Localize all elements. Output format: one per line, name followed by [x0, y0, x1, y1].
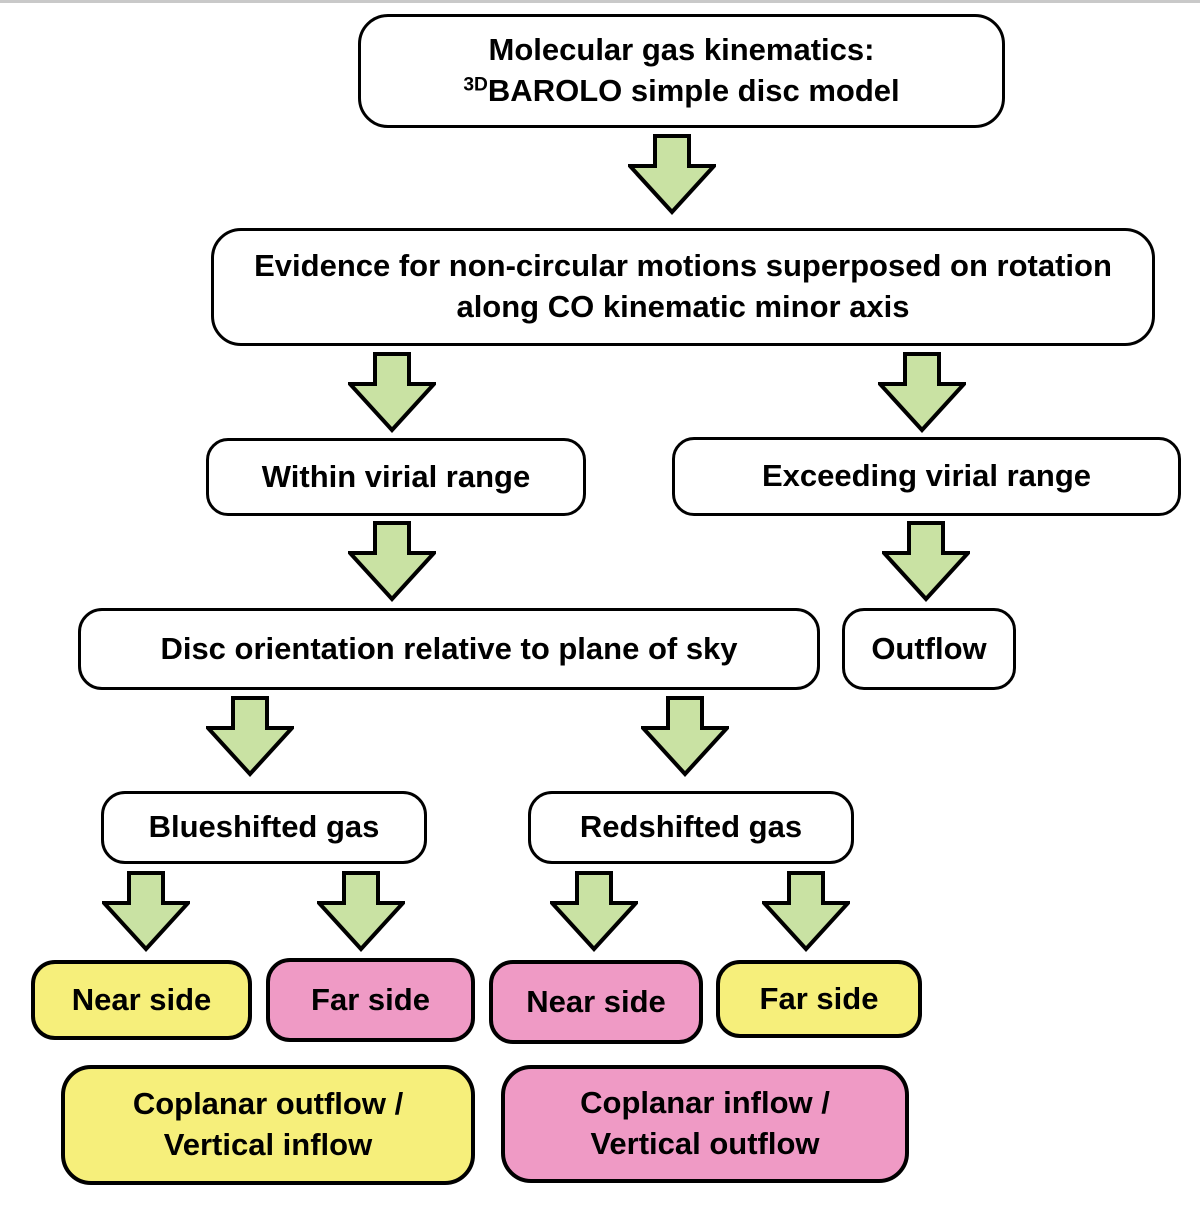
screenshot-top-border: [0, 0, 1200, 3]
node-outflow: Outflow: [842, 608, 1016, 690]
node-conclusion-red-line1: Coplanar inflow /: [580, 1085, 830, 1121]
down-arrow-icon: [882, 521, 970, 602]
node-exceeding-virial-range: Exceeding virial range: [672, 437, 1181, 516]
node-conclusion-red-line2: Vertical outflow: [590, 1126, 820, 1161]
node-root-line2: 3DBAROLO simple disc model: [463, 73, 900, 108]
node-exceeding-label: Exceeding virial range: [761, 458, 1092, 494]
node-far-side-blue-label: Far side: [311, 981, 430, 1017]
down-arrow-icon: [348, 521, 436, 602]
node-coplanar-inflow-vertical-outflow: Coplanar inflow / Vertical outflow: [501, 1065, 909, 1183]
down-arrow-icon: [878, 352, 966, 433]
node-redshifted-gas: Redshifted gas: [528, 791, 854, 864]
node-disc-label: Disc orientation relative to plane of sk…: [160, 630, 738, 666]
node-redshifted-label: Redshifted gas: [579, 809, 803, 845]
node-molecular-gas-kinematics: Molecular gas kinematics: 3DBAROLO simpl…: [358, 14, 1005, 128]
node-near-side-red-label: Near side: [526, 983, 666, 1019]
node-near-side-blueshifted: Near side: [31, 960, 252, 1040]
node-far-side-redshifted: Far side: [716, 960, 922, 1038]
down-arrow-icon: [317, 871, 405, 952]
node-far-side-blueshifted: Far side: [266, 958, 475, 1042]
node-within-label: Within virial range: [261, 458, 531, 494]
down-arrow-icon: [348, 352, 436, 433]
down-arrow-icon: [206, 696, 294, 777]
superscript-3d: 3D: [463, 74, 488, 96]
node-evidence-label: Evidence for non-circular motions superp…: [254, 248, 1112, 324]
node-blueshifted-gas: Blueshifted gas: [101, 791, 427, 864]
down-arrow-icon: [550, 871, 638, 952]
node-near-side-blue-label: Near side: [71, 981, 212, 1017]
down-arrow-icon: [762, 871, 850, 952]
node-root-line1: Molecular gas kinematics:: [488, 32, 875, 68]
down-arrow-icon: [628, 134, 716, 215]
node-coplanar-outflow-vertical-inflow: Coplanar outflow / Vertical inflow: [61, 1065, 475, 1185]
node-blueshifted-label: Blueshifted gas: [148, 809, 380, 845]
node-disc-orientation: Disc orientation relative to plane of sk…: [78, 608, 820, 690]
node-outflow-label: Outflow: [871, 630, 987, 666]
node-near-side-redshifted: Near side: [489, 960, 703, 1044]
node-within-virial-range: Within virial range: [206, 438, 586, 516]
node-conclusion-blue-line1: Coplanar outflow /: [132, 1086, 404, 1122]
node-evidence-noncircular-motions: Evidence for non-circular motions superp…: [211, 228, 1155, 346]
node-conclusion-blue-line2: Vertical inflow: [163, 1127, 373, 1162]
down-arrow-icon: [102, 871, 190, 952]
node-far-side-red-label: Far side: [759, 980, 879, 1016]
down-arrow-icon: [641, 696, 729, 777]
